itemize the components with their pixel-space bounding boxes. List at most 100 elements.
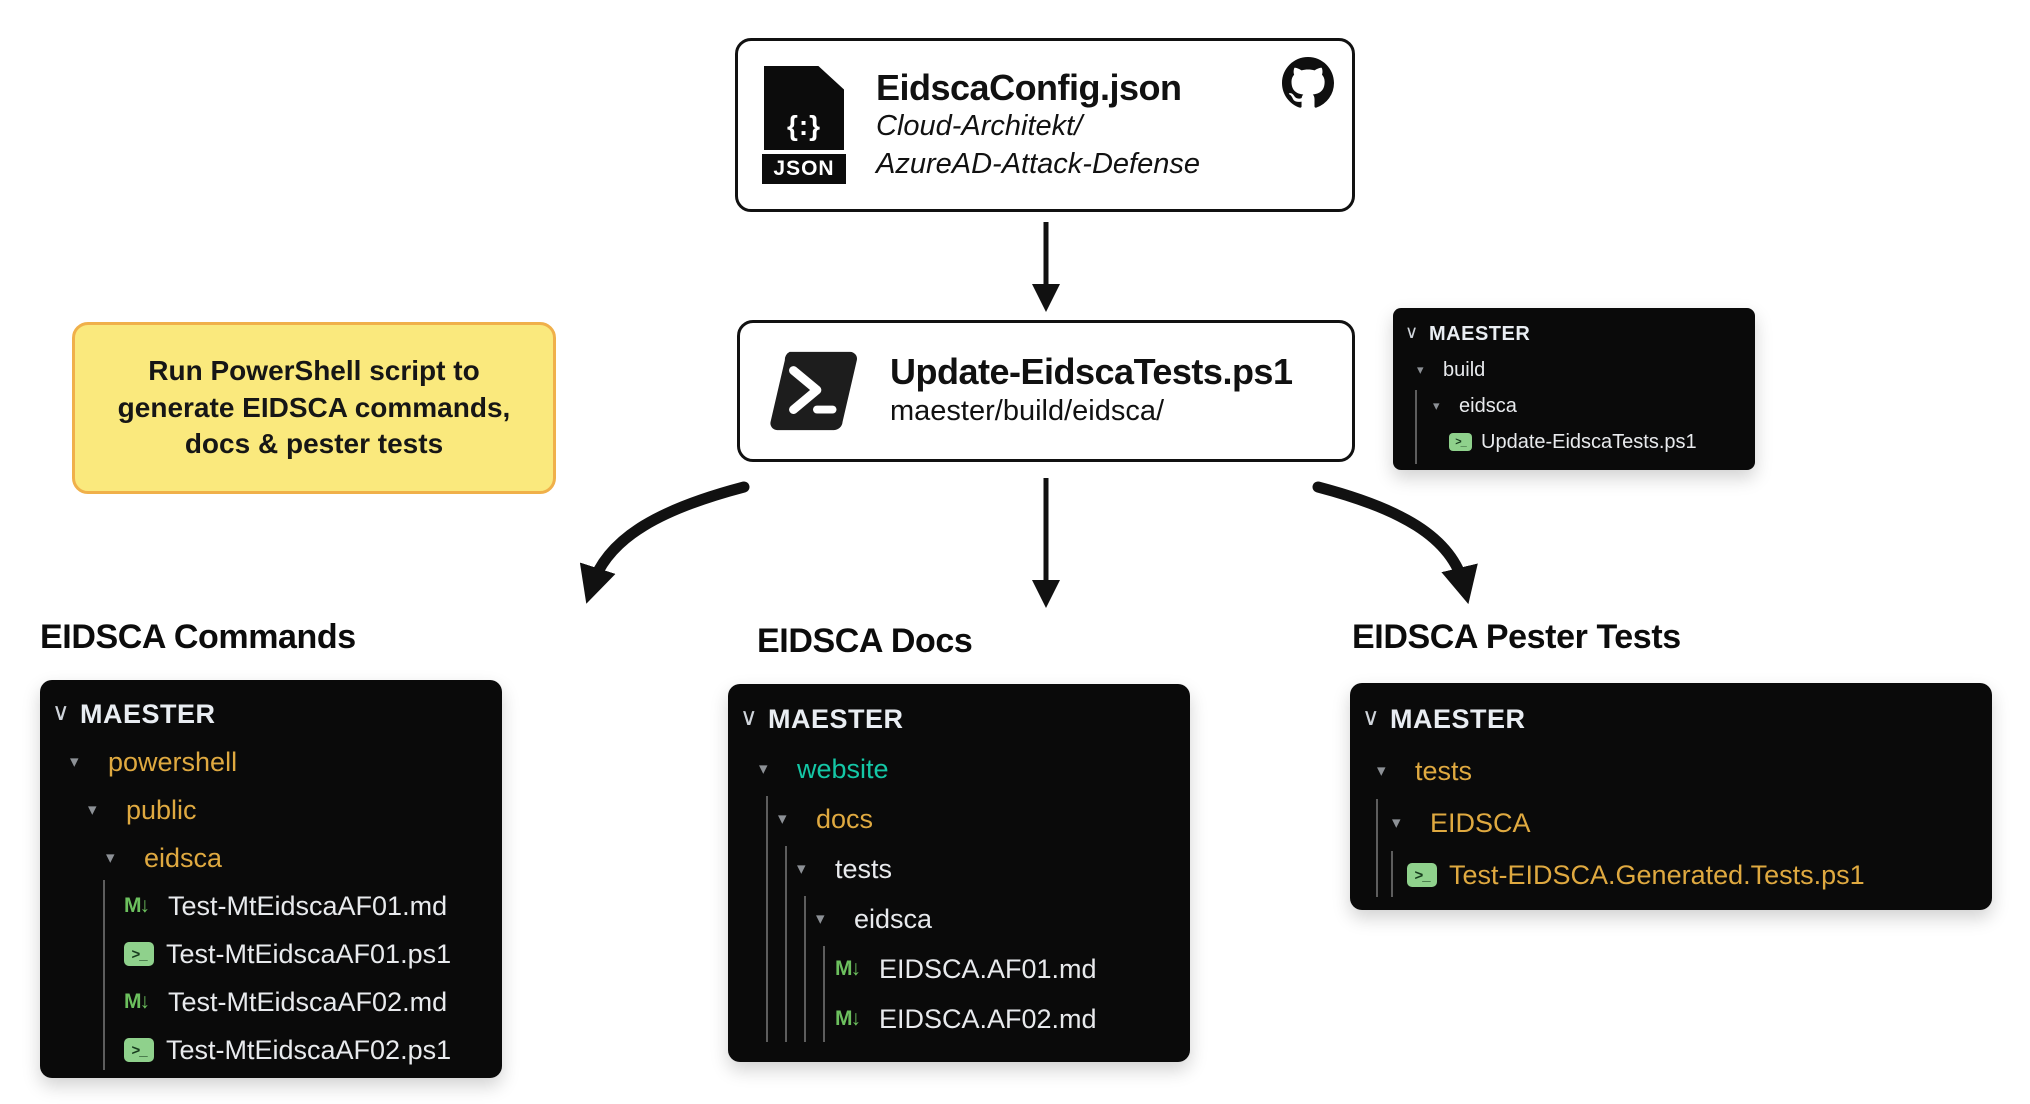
json-braces-glyph: {:} <box>786 110 822 141</box>
tree-item-label: build <box>1443 358 1486 381</box>
tree-item-EIDSCA.AF02.md[interactable]: M↓EIDSCA.AF02.md <box>728 994 1190 1044</box>
tree-item-label: eidsca <box>1459 394 1517 417</box>
tree-root-label: MAESTER <box>1390 703 1526 734</box>
tree-item-label: Test-EIDSCA.Generated.Tests.ps1 <box>1449 859 1865 890</box>
expand-triangle-icon[interactable]: ▾ <box>1392 813 1401 832</box>
tree-item-label: Test-MtEidscaAF02.ps1 <box>166 1034 452 1065</box>
source-file-title: EidscaConfig.json <box>876 66 1182 108</box>
tree-item-label: powershell <box>108 746 238 777</box>
expand-triangle-icon[interactable]: ▾ <box>816 909 825 928</box>
markdown-icon: M↓ <box>835 1007 861 1030</box>
expand-triangle-icon[interactable]: ▾ <box>797 859 806 878</box>
indent-guide <box>804 896 806 1042</box>
tree-item-website[interactable]: ▾ website <box>728 744 1190 794</box>
json-label: JSON <box>773 157 835 180</box>
powershell-file-icon: >_ <box>1407 863 1437 887</box>
indent-guide <box>1415 390 1417 464</box>
tree-item-eidsca[interactable]: ▾ eidsca <box>1393 388 1755 424</box>
chevron-down-icon: ∨ <box>740 703 758 731</box>
explorer-panel-pester: ∨ MAESTER ▾ tests ▾ EIDSCA >_ Test-EIDSCA.Gener… <box>1350 683 1992 910</box>
note-line: generate EIDSCA commands, <box>117 391 511 423</box>
tree-item-eidsca[interactable]: ▾ eidsca <box>40 834 502 882</box>
tree-root-pester[interactable]: ∨ MAESTER <box>1350 693 1992 745</box>
tree-item-label: tests <box>835 853 893 884</box>
indent-guide <box>1391 851 1393 897</box>
json-label-band: JSON <box>762 154 846 184</box>
powershell-file-icon: >_ <box>124 942 154 966</box>
indent-guide <box>103 880 105 1070</box>
chevron-down-icon: ∨ <box>1405 321 1419 342</box>
note-line: docs & pester tests <box>184 428 444 460</box>
tree-item-label: Test-MtEidscaAF01.md <box>168 890 448 921</box>
script-node: Update-EidscaTests.ps1 maester/build/eid… <box>737 320 1355 462</box>
markdown-icon: M↓ <box>124 990 150 1013</box>
expand-triangle-icon[interactable]: ▾ <box>1417 362 1424 377</box>
expand-triangle-icon[interactable]: ▾ <box>106 848 115 867</box>
tree-item-Update-EidscaTests.ps1[interactable]: >_ Update-EidscaTests.ps1 <box>1393 424 1755 460</box>
expand-triangle-icon[interactable]: ▾ <box>1433 398 1440 413</box>
tree-item-public[interactable]: ▾ public <box>40 786 502 834</box>
tree-item-label: Test-MtEidscaAF01.ps1 <box>166 938 452 969</box>
indent-guide <box>823 946 825 1042</box>
tree-item-Test-EIDSCA.Generated.Tests.ps1[interactable]: >_ Test-EIDSCA.Generated.Tests.ps1 <box>1350 849 1992 901</box>
tree-item-EIDSCA.AF01.md[interactable]: M↓ EIDSCA.AF01.md <box>728 944 1190 994</box>
commands-heading: EIDSCA Commands <box>40 618 356 656</box>
markdown-icon: M↓ <box>124 894 150 917</box>
pester-heading: EIDSCA Pester Tests <box>1352 618 1681 656</box>
source-file-node: {:} JSON EidscaConfig.json Cloud-Archite… <box>735 38 1355 212</box>
expand-triangle-icon[interactable]: ▾ <box>759 759 768 778</box>
indent-guide <box>766 796 768 1042</box>
repo-name: AzureAD-Attack-Defense <box>876 147 1200 180</box>
tree-item-label: tests <box>1415 755 1473 786</box>
chevron-down-icon: ∨ <box>52 698 70 726</box>
github-icon <box>1282 57 1334 108</box>
tree-item-Test-MtEidscaAF01.md[interactable]: M↓ Test-MtEidscaAF01.md <box>40 882 502 930</box>
tree-item-label: Update-EidscaTests.ps1 <box>1481 430 1697 453</box>
indent-guide <box>785 846 787 1042</box>
expand-triangle-icon[interactable]: ▾ <box>88 800 97 819</box>
indent-guide <box>1376 799 1378 897</box>
tree-root-docs[interactable]: ∨ MAESTER <box>728 694 1190 744</box>
expand-triangle-icon[interactable]: ▾ <box>70 752 79 771</box>
note-line: Run PowerShell script to <box>148 354 480 386</box>
tree-item-label: eidsca <box>144 842 223 873</box>
tree-item-Test-MtEidscaAF02.md[interactable]: M↓Test-MtEidscaAF02.md <box>40 978 502 1026</box>
tree-item-tests[interactable]: ▾ tests <box>1350 745 1992 797</box>
chevron-down-icon: ∨ <box>1362 703 1380 731</box>
tree-root-build[interactable]: ∨ MAESTER <box>1393 316 1755 352</box>
tree-item-powershell[interactable]: ▾ powershell <box>40 738 502 786</box>
tree-root-commands[interactable]: ∨ MAESTER <box>40 690 502 738</box>
tree-item-label: public <box>126 794 197 825</box>
powershell-file-icon: >_ <box>1449 433 1472 451</box>
tree-item-label: EIDSCA.AF01.md <box>879 953 1097 984</box>
tree-item-build[interactable]: ▾ build <box>1393 352 1755 388</box>
tree-item-eidsca[interactable]: ▾ eidsca <box>728 894 1190 944</box>
tree-item-tests[interactable]: ▾ tests <box>728 844 1190 894</box>
json-doc-shape: {:} <box>764 66 844 150</box>
expand-triangle-icon[interactable]: ▾ <box>1377 761 1386 780</box>
repo-owner: Cloud-Architekt/ <box>876 110 1083 142</box>
tree-item-docs[interactable]: ▾ docs <box>728 794 1190 844</box>
tree-item-Test-MtEidscaAF02.ps1[interactable]: >_ Test-MtEidscaAF02.ps1 <box>40 1026 502 1074</box>
powershell-icon <box>770 351 858 431</box>
json-file-icon: {:} JSON <box>762 66 846 184</box>
script-path: maester/build/eidsca/ <box>890 395 1165 428</box>
tree-item-Test-MtEidscaAF01.ps1[interactable]: >_ Test-MtEidscaAF01.ps1 <box>40 930 502 978</box>
powershell-file-icon: >_ <box>124 1038 154 1062</box>
note-callout: Run PowerShell script to generate EIDSCA… <box>72 322 556 494</box>
tree-item-label: EIDSCA <box>1430 807 1531 838</box>
tree-root-label: MAESTER <box>768 703 904 734</box>
tree-item-label: docs <box>816 803 874 834</box>
tree-root-label: MAESTER <box>80 698 216 729</box>
script-title: Update-EidscaTests.ps1 <box>890 350 1293 392</box>
expand-triangle-icon[interactable]: ▾ <box>778 809 787 828</box>
tree-item-label: eidsca <box>854 903 933 934</box>
tree-root-label: MAESTER <box>1429 322 1531 345</box>
tree-item-EIDSCA[interactable]: ▾ EIDSCA <box>1350 797 1992 849</box>
docs-heading: EIDSCA Docs <box>757 622 973 660</box>
markdown-icon: M↓ <box>835 957 861 980</box>
tree-item-label: website <box>797 753 889 784</box>
